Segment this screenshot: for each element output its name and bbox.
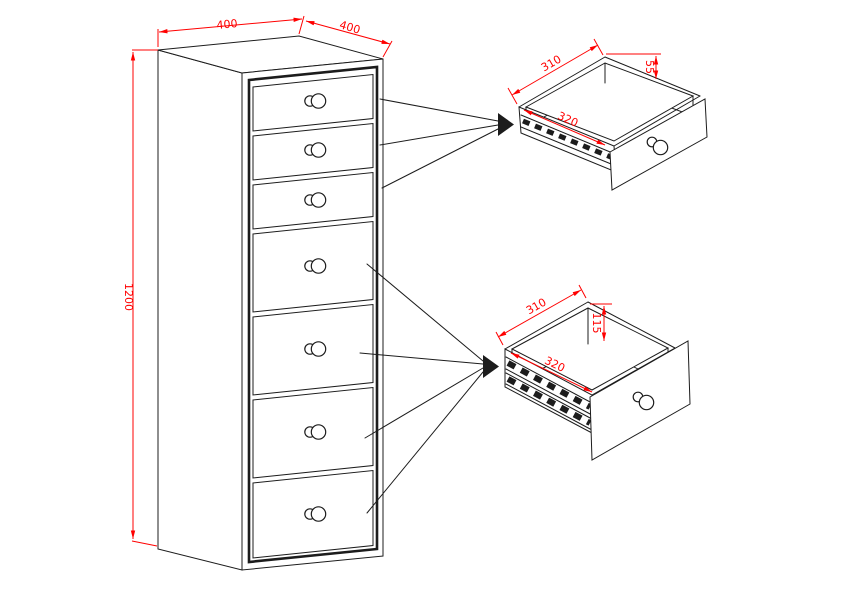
- drawer-knob-icon: [304, 341, 327, 357]
- drawer-knob-icon: [304, 424, 327, 440]
- large-drawer-detail: 310 320 115: [495, 284, 691, 461]
- dimension-cabinet-height: 1200: [122, 283, 135, 311]
- dimension-cabinet-depth: 400: [338, 18, 362, 36]
- drawer-knob-icon: [304, 506, 327, 522]
- dimension-large-drawer-width: 310: [524, 296, 549, 318]
- dimension-small-drawer-width: 310: [539, 53, 564, 75]
- leader-lines-large-drawers: [359, 263, 499, 514]
- dimension-large-drawer-height: 115: [590, 313, 603, 334]
- dimension-cabinet-width: 400: [216, 17, 238, 32]
- cabinet-inner-frame: [247, 65, 379, 564]
- callout-arrow-icon: [483, 355, 499, 378]
- cabinet-side-panel: [157, 49, 243, 571]
- cabinet-dimensions: 400 400 1200: [122, 15, 393, 547]
- drawer-knob-icon: [304, 258, 327, 274]
- drawer-knob-icon: [304, 192, 327, 208]
- dimension-small-drawer-height: 55: [643, 60, 656, 74]
- cabinet: [157, 35, 384, 571]
- drawer-knob-icon: [304, 142, 327, 158]
- callout-arrow-icon: [498, 113, 514, 136]
- drawer-knob-icon: [304, 93, 327, 109]
- small-drawer-detail: 310 320 55: [507, 38, 708, 191]
- leader-lines-small-drawers: [379, 98, 514, 189]
